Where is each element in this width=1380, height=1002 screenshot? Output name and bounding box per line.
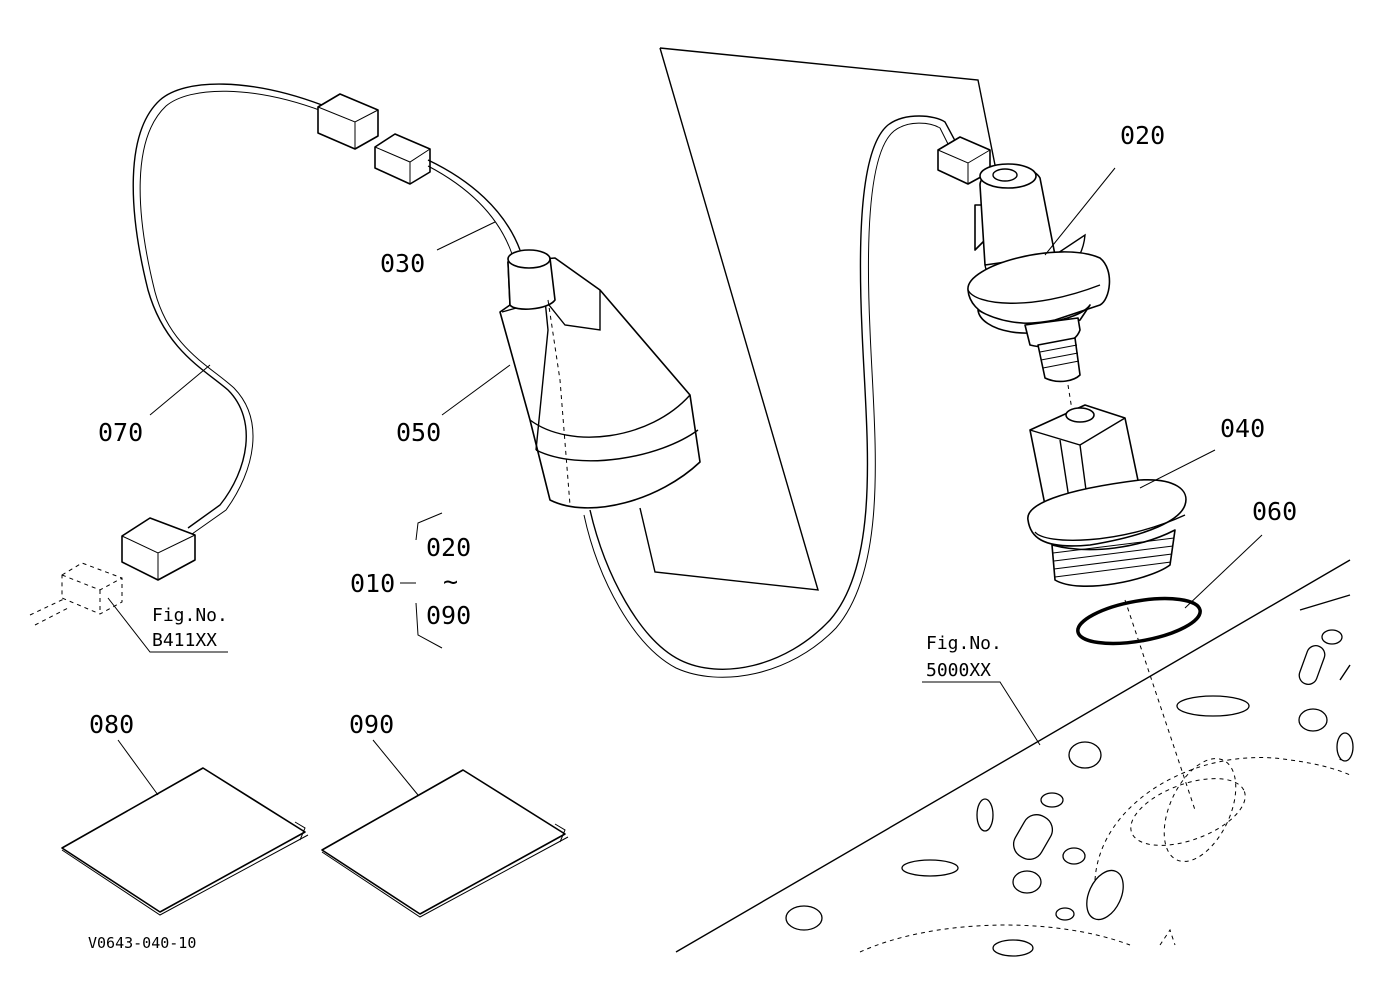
- group-parent-label: 010: [350, 569, 395, 598]
- label-080: 080: [89, 710, 134, 739]
- sheet-090: [321, 769, 569, 918]
- label-040: 040: [1220, 414, 1265, 443]
- fig-ref-a-number: B411XX: [152, 630, 217, 651]
- label-020: 020: [1120, 121, 1165, 150]
- harness-070: [29, 83, 379, 626]
- o-ring-060: [1076, 596, 1202, 646]
- lead-030: [374, 133, 521, 255]
- label-050: 050: [396, 418, 441, 447]
- fig-ref-b-number: 5000XX: [926, 660, 991, 681]
- group-bracket-010: [400, 512, 443, 649]
- leader-lines: [107, 167, 1263, 796]
- label-090: 090: [349, 710, 394, 739]
- fig-ref-b-caption: Fig.No.: [926, 633, 1002, 654]
- reference-plane: [639, 47, 998, 591]
- label-070: 070: [98, 418, 143, 447]
- label-030: 030: [380, 249, 425, 278]
- boot-050: [499, 249, 701, 509]
- adapter-040: [1027, 404, 1187, 587]
- group-tilde: ~: [443, 567, 458, 596]
- sensor-wire: [583, 115, 991, 678]
- block-holes: [785, 629, 1354, 957]
- oil-pressure-switch-020: [967, 163, 1111, 383]
- assembly-axis: [1067, 384, 1196, 811]
- drawing-code: V0643-040-10: [88, 934, 196, 952]
- label-060: 060: [1252, 497, 1297, 526]
- sheet-080: [61, 767, 309, 916]
- group-from-label: 020: [426, 533, 471, 562]
- group-to-label: 090: [426, 601, 471, 630]
- fig-ref-a-caption: Fig.No.: [152, 605, 228, 626]
- engine-block-outline: [675, 559, 1354, 957]
